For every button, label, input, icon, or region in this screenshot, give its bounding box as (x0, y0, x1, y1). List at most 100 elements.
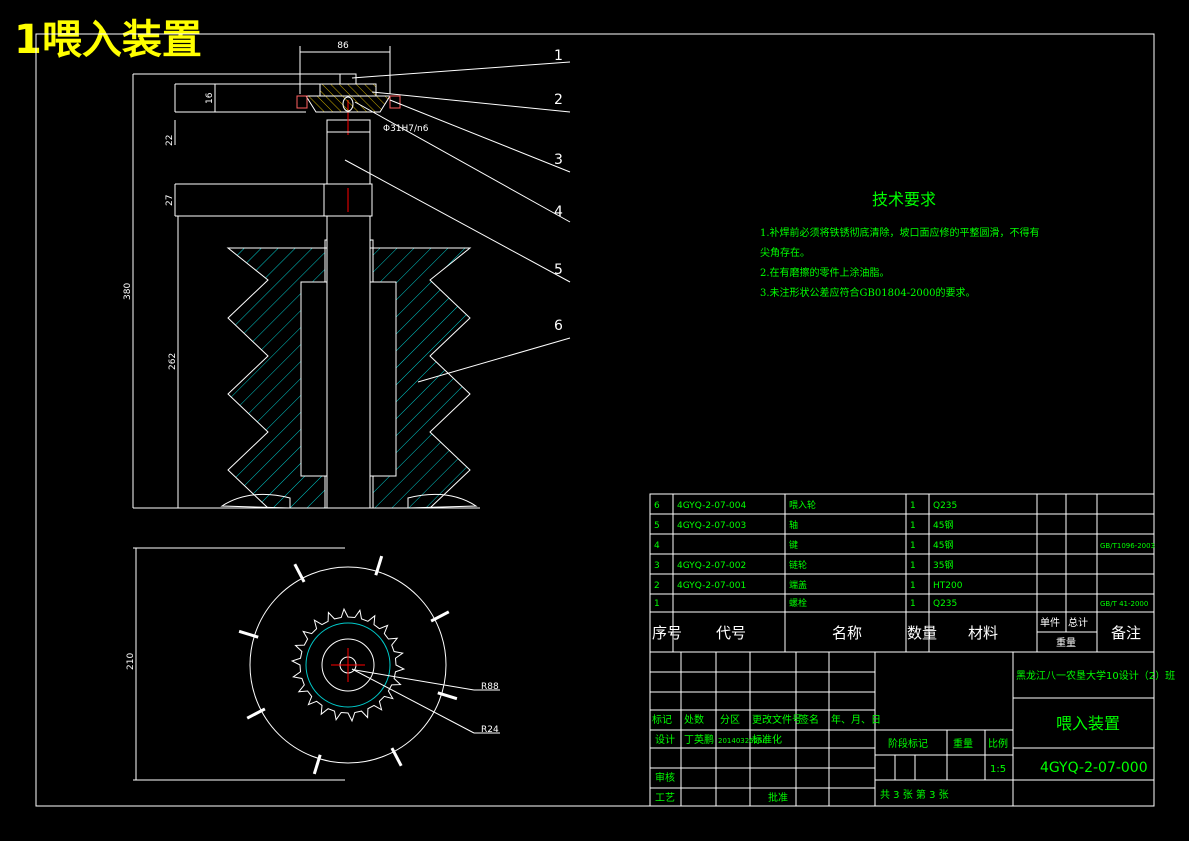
dim-22: 22 (165, 135, 175, 146)
dim-86: 86 (337, 41, 349, 51)
dim-210: 210 (126, 653, 136, 670)
balloon-2: 2 (554, 92, 563, 108)
bom-cell-qty: 1 (910, 581, 916, 591)
balloon-3: 3 (554, 152, 563, 168)
bom-cell-no: 3 (654, 561, 660, 571)
balloon-1: 1 (554, 48, 563, 64)
bom-header-note: 备注 (1111, 624, 1141, 642)
tech-line: 3.未注形状公差应符合GB01804-2000的要求。 (760, 288, 976, 299)
bom-cell-qty: 1 (910, 521, 916, 531)
bom-header-code: 代号 (716, 624, 746, 642)
bom-cell-no: 1 (654, 599, 660, 609)
bom-cell-name: 键 (789, 539, 798, 551)
shaft (326, 119, 371, 509)
bom-cell-no: 5 (654, 521, 660, 531)
bom-cell-material: 45钢 (933, 519, 953, 531)
roller-slot-right (369, 281, 397, 477)
tb-stage-mark: 阶段标记 (888, 737, 928, 750)
sprocket-outline (290, 607, 406, 723)
tb-design-date: 20140326250 (718, 737, 767, 745)
bolt-head (339, 73, 357, 85)
tb-approve: 批准 (768, 791, 788, 804)
dim-fit: Φ31H7/n6 (383, 124, 429, 134)
bom-cell-name: 轴 (789, 519, 798, 531)
dim-r88: R88 (481, 682, 499, 692)
tech-heading: 技术要求 (872, 190, 937, 209)
dim-27: 27 (165, 195, 175, 206)
dim-r24: R24 (481, 725, 499, 735)
roller-blade (293, 563, 306, 583)
bom-cell-material: HT200 (933, 581, 963, 591)
end-cap (319, 83, 377, 97)
roller-blade (246, 707, 266, 720)
top-view (133, 547, 500, 781)
bom-cell-code: 4GYQ-2-07-001 (677, 581, 746, 591)
bom-cell-material: 45钢 (933, 539, 953, 551)
tb-drawing-name: 喂入装置 (1056, 714, 1120, 733)
tech-line: 2.在有磨擦的零件上涂油脂。 (760, 268, 890, 279)
dim-380: 380 (123, 283, 133, 300)
bom-cell-name: 端盖 (789, 579, 807, 591)
bom-header-qty: 数量 (907, 624, 937, 642)
tb-count: 处数 (684, 713, 704, 726)
bom-cell-qty: 1 (910, 501, 916, 511)
tb-scale: 比例 (988, 737, 1008, 750)
bom-header-total: 总计 (1068, 616, 1088, 629)
dim-16: 16 (205, 92, 215, 104)
tb-change-doc: 更改文件号 (752, 713, 802, 726)
tb-sheets: 共 3 张 第 3 张 (880, 788, 949, 801)
bom-cell-material: Q235 (933, 599, 957, 609)
bom-header-weight: 重量 (1056, 636, 1076, 649)
bom-cell-qty: 1 (910, 599, 916, 609)
roller-slot-left (300, 281, 328, 477)
balloon-5: 5 (554, 262, 563, 278)
roller-blade (374, 555, 384, 576)
bom-cell-material: 35钢 (933, 559, 953, 571)
bom-cell-qty: 1 (910, 561, 916, 571)
bom-cell-code: 4GYQ-2-07-003 (677, 521, 746, 531)
bom-cell-qty: 1 (910, 541, 916, 551)
drawing-title: 1喂入装置 (14, 17, 202, 63)
bom-cell-name: 链轮 (789, 559, 807, 571)
sprocket-teeth (290, 607, 406, 723)
tb-date: 年、月、日 (831, 713, 881, 726)
bom-table (649, 493, 1155, 807)
bom-cell-name: 喂入轮 (789, 499, 816, 511)
tech-line: 尖角存在。 (760, 248, 810, 259)
tb-designer: 丁英鹏 (684, 733, 714, 746)
bom-header: 序号 代号 名称 数量 材料 备注 (652, 624, 1141, 642)
bom-header-unit: 单件 (1040, 617, 1060, 629)
tb-review: 审核 (655, 771, 675, 784)
tb-drawing-no: 4GYQ-2-07-000 (1040, 760, 1148, 776)
tb-design: 设计 (655, 733, 675, 746)
bom-cell-material: Q235 (933, 501, 957, 511)
leader-lines (344, 61, 571, 383)
tb-mark: 标记 (652, 714, 672, 726)
tb-sign: 签名 (799, 713, 819, 726)
balloon-6: 6 (554, 318, 563, 334)
title-block: 标记 处数 分区 更改文件号 签名 年、月、日 设计 丁英鹏 201403262… (652, 669, 1175, 804)
front-dimensions (132, 46, 391, 508)
roller-blade (430, 610, 450, 623)
sprocket-hub (305, 95, 391, 113)
tech-line: 1.补焊前必须将铁锈彻底清除，坡口面应修的平整圆滑，不得有 (760, 228, 1040, 239)
tb-zone: 分区 (720, 714, 740, 726)
feed-roller-section (226, 239, 472, 509)
bom-cell-code: 4GYQ-2-07-002 (677, 561, 746, 571)
tb-standardize: 标准化 (752, 733, 782, 746)
roller-blade (238, 629, 259, 639)
bom-cell-code: 4GYQ-2-07-004 (677, 501, 746, 511)
tb-weight: 重量 (953, 737, 973, 750)
bom-cell-name: 螺栓 (789, 597, 807, 609)
bom-header-name: 名称 (832, 624, 862, 642)
dim-262: 262 (168, 353, 178, 370)
tb-school: 黑龙江八一农垦大学10设计（2）班 (1016, 669, 1175, 682)
bom-header-no: 序号 (652, 624, 682, 642)
bom-cell-note: GB/T 41-2000 (1100, 600, 1148, 608)
bom-cell-no: 4 (654, 541, 660, 551)
bom-cell-no: 2 (654, 581, 660, 591)
bom-cell-note: GB/T1096-2003 (1100, 542, 1155, 550)
roller-blade (312, 754, 322, 775)
